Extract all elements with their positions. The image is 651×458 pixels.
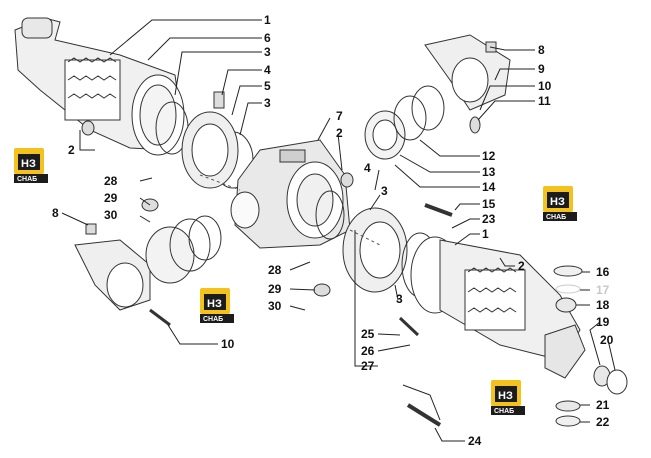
callout-28-center: 28: [268, 263, 282, 277]
callout-8-top: 8: [538, 43, 545, 57]
washer-2-center: [340, 172, 354, 188]
callout-4-center: 4: [364, 161, 371, 175]
callout-10-bottom: 10: [221, 337, 235, 351]
callout-9: 9: [538, 62, 545, 76]
callout-22: 22: [596, 415, 610, 429]
trunnion-support-top: [424, 34, 511, 111]
callout-30-left: 30: [104, 208, 118, 222]
differential-flange-right: [342, 207, 408, 293]
right-axle-housing: [410, 236, 586, 379]
bushing-20: [606, 369, 628, 395]
callout-30-center: 30: [268, 299, 282, 313]
bushing-stack-bottom: [145, 215, 222, 284]
callout-17: 17: [596, 283, 610, 297]
callout-21: 21: [596, 398, 610, 412]
washer-17: [555, 284, 581, 294]
watermark-logo-2: НЗ СНАБ: [543, 186, 577, 221]
callout-25: 25: [361, 327, 375, 341]
callout-10-top: 10: [538, 79, 552, 93]
callout-7: 7: [336, 109, 343, 123]
callout-2-center: 2: [336, 126, 343, 140]
callout-6: 6: [264, 31, 271, 45]
callout-4-top: 4: [264, 63, 271, 77]
left-axle-housing: [14, 17, 185, 156]
callout-5: 5: [264, 79, 271, 93]
differential-flange-left: [181, 91, 239, 189]
svg-text:СНАБ: СНАБ: [203, 316, 223, 323]
callout-11: 11: [538, 94, 551, 108]
callout-3-lower: 3: [396, 292, 403, 306]
watermark-logo-1: НЗ СНАБ: [14, 148, 48, 183]
leader-lines: [61, 19, 616, 442]
callout-1-top: 1: [264, 13, 271, 27]
svg-text:НЗ: НЗ: [207, 298, 222, 310]
callout-20: 20: [600, 333, 614, 347]
watermark-logo-4: НЗ СНАБ: [491, 380, 525, 415]
svg-text:НЗ: НЗ: [21, 158, 36, 170]
bolt-29-right: [313, 283, 331, 297]
washer-22: [555, 415, 581, 427]
callout-18: 18: [596, 298, 610, 312]
callout-13: 13: [482, 165, 496, 179]
callout-12: 12: [482, 149, 496, 163]
callout-8-left: 8: [52, 206, 59, 220]
callout-27: 27: [361, 359, 375, 373]
o-ring-3-center: [315, 190, 345, 240]
callout-19: 19: [596, 315, 610, 329]
watermark-logo-3: НЗ СНАБ: [200, 288, 234, 323]
callout-26: 26: [361, 344, 375, 358]
svg-text:НЗ: НЗ: [550, 196, 565, 208]
washer-18: [555, 297, 577, 313]
svg-text:СНАБ: СНАБ: [546, 214, 566, 221]
callout-2-left: 2: [68, 143, 75, 157]
center-differential-housing: [230, 139, 351, 249]
svg-text:СНАБ: СНАБ: [17, 176, 37, 183]
callout-2-right: 2: [518, 259, 525, 273]
bushing-stack-top: [364, 85, 445, 160]
callout-3-mid: 3: [264, 96, 271, 110]
callout-23: 23: [482, 212, 496, 226]
callout-14: 14: [482, 180, 496, 194]
plug-8-left: [85, 223, 97, 235]
bolt-2-left: [81, 120, 95, 136]
bolt-15: [424, 203, 453, 217]
callout-15: 15: [482, 197, 496, 211]
callout-24: 24: [468, 434, 482, 448]
callout-3-top: 3: [264, 45, 271, 59]
callout-16: 16: [596, 265, 610, 279]
pin-25: [398, 316, 420, 337]
svg-text:НЗ: НЗ: [498, 390, 513, 402]
callout-29-center: 29: [268, 282, 282, 296]
assembly-line-a: [199, 174, 241, 191]
washer-21: [555, 400, 581, 412]
bolt-24: [406, 403, 442, 427]
callout-3-center: 3: [381, 184, 388, 198]
svg-text:СНАБ: СНАБ: [494, 408, 514, 415]
screw-11: [469, 116, 481, 134]
bolt-10-lower: [149, 308, 171, 327]
callout-29-left: 29: [104, 191, 118, 205]
trunnion-support-bottom: [74, 239, 151, 311]
callout-28-left: 28: [104, 174, 118, 188]
washer-16: [553, 265, 583, 277]
callout-1-right: 1: [482, 227, 489, 241]
